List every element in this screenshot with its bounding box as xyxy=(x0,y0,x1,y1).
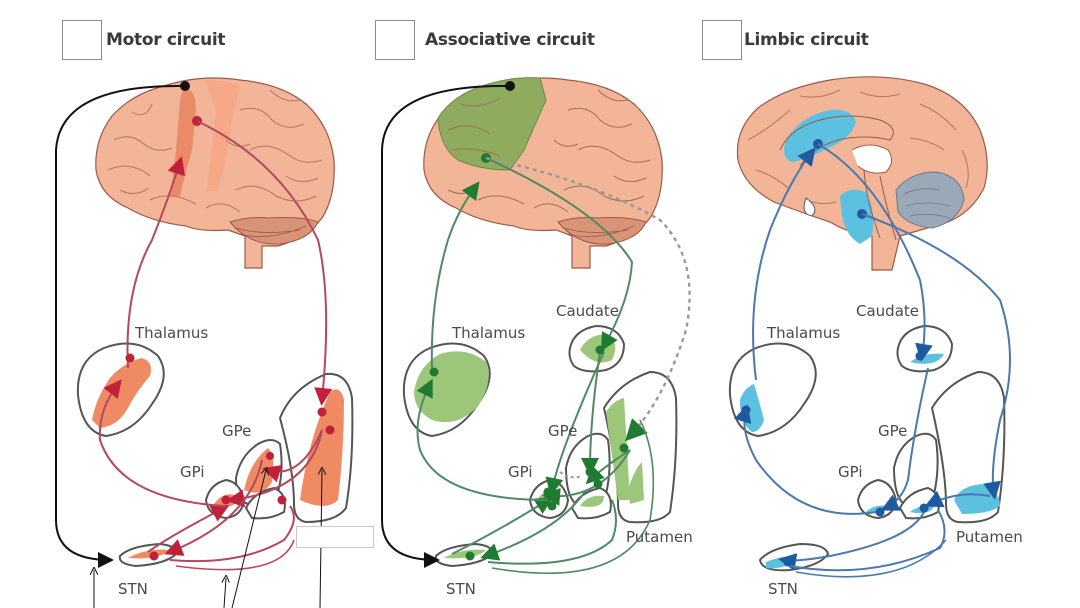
motor-stn-label: STN xyxy=(118,580,148,598)
motor-circuit-title: Motor circuit xyxy=(106,30,226,50)
limbic-gpi-label: GPi xyxy=(838,463,863,481)
associative-caudate-label: Caudate xyxy=(556,302,619,320)
limbic-panel: Thalamus Caudate GPe GPi Putamen STN xyxy=(728,76,1023,598)
limbic-circuit-title: Limbic circuit xyxy=(744,30,869,50)
motor-checkbox[interactable] xyxy=(62,20,102,60)
associative-gpe-label: GPe xyxy=(548,422,577,440)
motor-thalamus-label: Thalamus xyxy=(134,324,208,342)
associative-thalamus-label: Thalamus xyxy=(451,324,525,342)
limbic-caudate-label: Caudate xyxy=(856,302,919,320)
limbic-thalamus xyxy=(728,342,817,438)
limbic-checkbox[interactable] xyxy=(702,20,742,60)
limbic-brain xyxy=(736,76,988,271)
associative-panel: Thalamus Caudate GPe GPi Putamen STN xyxy=(381,77,693,598)
motor-gpe-label: GPe xyxy=(222,422,251,440)
motor-brain xyxy=(95,77,335,269)
motor-panel: Thalamus GPe GPi STN xyxy=(55,77,354,608)
motor-gpi-label: GPi xyxy=(180,463,205,481)
associative-checkbox[interactable] xyxy=(375,20,415,60)
associative-gpi-label: GPi xyxy=(508,463,533,481)
limbic-putamen-label: Putamen xyxy=(956,528,1023,546)
limbic-thalamus-label: Thalamus xyxy=(766,324,840,342)
blank-label-box xyxy=(296,526,374,548)
limbic-gpe-label: GPe xyxy=(878,422,907,440)
associative-stn-label: STN xyxy=(446,580,476,598)
associative-circuit-title: Associative circuit xyxy=(425,30,595,50)
associative-putamen-label: Putamen xyxy=(626,528,693,546)
limbic-stn-label: STN xyxy=(768,580,798,598)
